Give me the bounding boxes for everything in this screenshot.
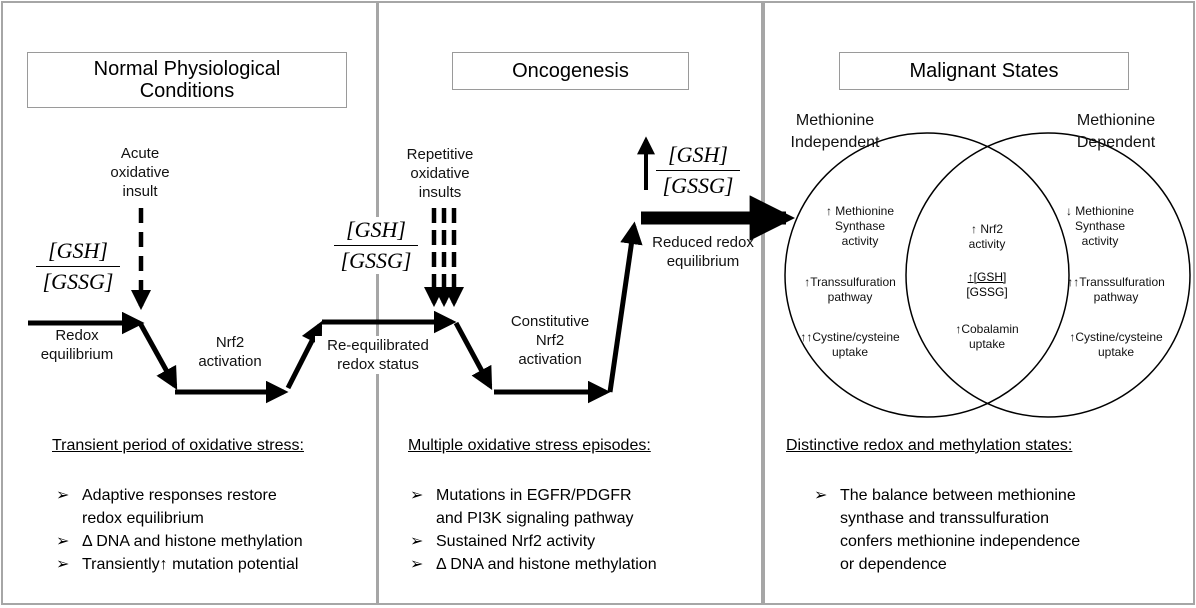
venn-circle-dependent — [905, 132, 1191, 418]
title-normal: Normal Physiological Conditions — [27, 52, 347, 108]
bullet-item: ➢Δ DNA and histone methylation — [56, 533, 303, 550]
label-reequilibrated: Re-equilibrated redox status — [315, 336, 441, 374]
center-item-ratio: ↑[GSH] [GSSG] — [966, 270, 1008, 299]
bullet-item: ➢The balance between methionine synthase… — [814, 487, 1081, 573]
heading-malignant: Distinctive redox and methylation states… — [786, 437, 1073, 454]
ratio-up: [GSH] [GSSG] — [656, 142, 740, 199]
label-constitutive-nrf2: Constitutive Nrf2 activation — [510, 313, 590, 368]
arrow-up-reduced — [607, 221, 643, 393]
ratio-onco: [GSH] [GSSG] — [334, 217, 418, 274]
label-repetitive-insults: Repetitive oxidative insults — [406, 146, 474, 201]
bullets-normal: ➢Adaptive responses restore redox equili… — [54, 484, 374, 576]
independent-item-transsulfuration: ↑Transsulfuration pathway — [804, 275, 896, 304]
bullet-item: ➢Sustained Nrf2 activity — [410, 533, 596, 550]
title-malignant: Malignant States — [839, 52, 1129, 90]
dependent-item-synthase: ↓ Methionine Synthase activity — [1065, 204, 1135, 248]
ratio-denominator: [GSSG] — [42, 269, 114, 294]
heading-onco: Multiple oxidative stress episodes: — [408, 437, 651, 454]
heading-normal: Transient period of oxidative stress: — [52, 437, 304, 454]
dependent-item-cystine: ↑Cystine/cysteine uptake — [1069, 330, 1163, 359]
label-redox-equilibrium: Redox equilibrium — [40, 327, 114, 363]
independent-item-cystine: ↑↑Cystine/cysteine uptake — [800, 330, 900, 359]
panel-malignant-frame — [763, 1, 1195, 605]
venn-circle-independent — [784, 132, 1070, 418]
arrow-up-reequil — [285, 320, 323, 390]
label-acute-insult: Acute oxidative insult — [110, 145, 170, 200]
bullet-item: ➢Mutations in EGFR/PDGFR and PI3K signal… — [410, 487, 634, 527]
ratio-normal: [GSH] [GSSG] — [36, 238, 120, 295]
bullet-item: ➢Δ DNA and histone methylation — [410, 556, 657, 573]
panel-onco-frame — [377, 1, 763, 605]
bullet-item: ➢Adaptive responses restore redox equili… — [56, 487, 277, 527]
title-oncogenesis: Oncogenesis — [452, 52, 689, 90]
ratio-numerator: [GSH] — [668, 142, 728, 167]
bullets-malignant: ➢The balance between methionine synthase… — [812, 484, 1182, 576]
arrow-down-nrf2 — [137, 321, 178, 390]
dependent-item-transsulfuration: ↑↑Transsulfuration pathway — [1067, 275, 1165, 304]
ratio-numerator: [GSH] — [48, 238, 108, 263]
bullet-item: ➢Transiently↑ mutation potential — [56, 556, 299, 573]
ratio-denominator: [GSSG] — [662, 173, 734, 198]
ratio-numerator: [GSH] — [346, 217, 406, 242]
ratio-denominator: [GSSG] — [340, 248, 412, 273]
bullets-onco: ➢Mutations in EGFR/PDGFR and PI3K signal… — [408, 484, 748, 576]
label-reduced-redox: Reduced redox equilibrium — [652, 234, 754, 270]
arrow-down-constitutive — [453, 321, 493, 390]
independent-item-synthase: ↑ Methionine Synthase activity — [825, 204, 895, 248]
center-item-cobalamin: ↑Cobalamin uptake — [955, 322, 1019, 351]
center-item-nrf2: ↑ Nrf2 activity — [968, 222, 1006, 251]
label-methionine-independent: Methionine Independent — [790, 112, 880, 151]
label-nrf2-activation: Nrf2 activation — [198, 334, 262, 370]
label-methionine-dependent: Methionine Dependent — [1076, 112, 1156, 151]
